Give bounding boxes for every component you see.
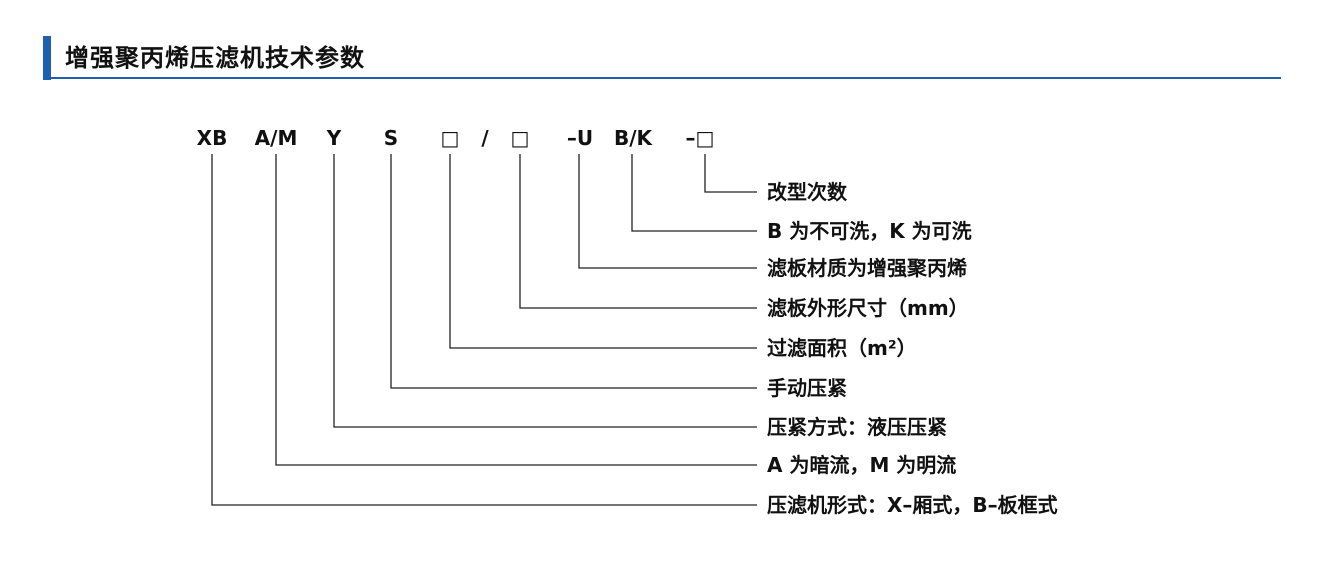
leader-line-machine-type (211, 154, 757, 506)
leader-line-material (578, 154, 757, 269)
code-segment-xb: XB (197, 126, 228, 150)
model-code-row: XB A/M Y S □ / □ –U B/K –□ (197, 126, 715, 150)
code-segment-manual: S (384, 126, 398, 150)
leader-line-filter-area (449, 154, 757, 349)
legend-item-machine-type: 压滤机形式：X–厢式，B–板框式 (767, 493, 1058, 517)
code-segment-size-box: □ (511, 126, 530, 150)
code-segment-area-box: □ (441, 126, 460, 150)
code-segment-material: –U (567, 126, 593, 150)
legend-labels: 改型次数 B 为不可洗，K 为可洗 滤板材质为增强聚丙烯 滤板外形尺寸（mm） … (767, 180, 1058, 517)
legend-item-flow-type: A 为暗流，M 为明流 (767, 453, 956, 477)
legend-item-filter-area: 过滤面积（m²） (767, 336, 917, 360)
title-accent-bar (43, 36, 51, 80)
code-segment-flow: A/M (255, 126, 298, 150)
code-segment-press: Y (326, 126, 342, 150)
leader-lines (211, 154, 757, 506)
legend-item-revision: 改型次数 (767, 180, 848, 204)
code-segment-washable: B/K (614, 126, 654, 150)
legend-item-plate-size: 滤板外形尺寸（mm） (767, 296, 969, 320)
legend-item-washable: B 为不可洗，K 为可洗 (767, 219, 972, 243)
leader-line-flow-type (275, 154, 757, 466)
leader-line-manual-press (390, 154, 757, 389)
leader-line-press-mode (333, 154, 757, 428)
legend-item-material: 滤板材质为增强聚丙烯 (767, 256, 967, 280)
leader-line-plate-size (519, 154, 757, 309)
leader-line-washable (631, 154, 757, 232)
code-segment-slash: / (481, 126, 489, 150)
legend-item-press-mode: 压紧方式：液压压紧 (767, 415, 947, 439)
leader-line-revision (704, 154, 757, 193)
title-underline (43, 77, 1281, 79)
code-segment-revision: –□ (686, 126, 715, 150)
page-title: 增强聚丙烯压滤机技术参数 (65, 44, 365, 72)
legend-item-manual-press: 手动压紧 (767, 376, 847, 400)
